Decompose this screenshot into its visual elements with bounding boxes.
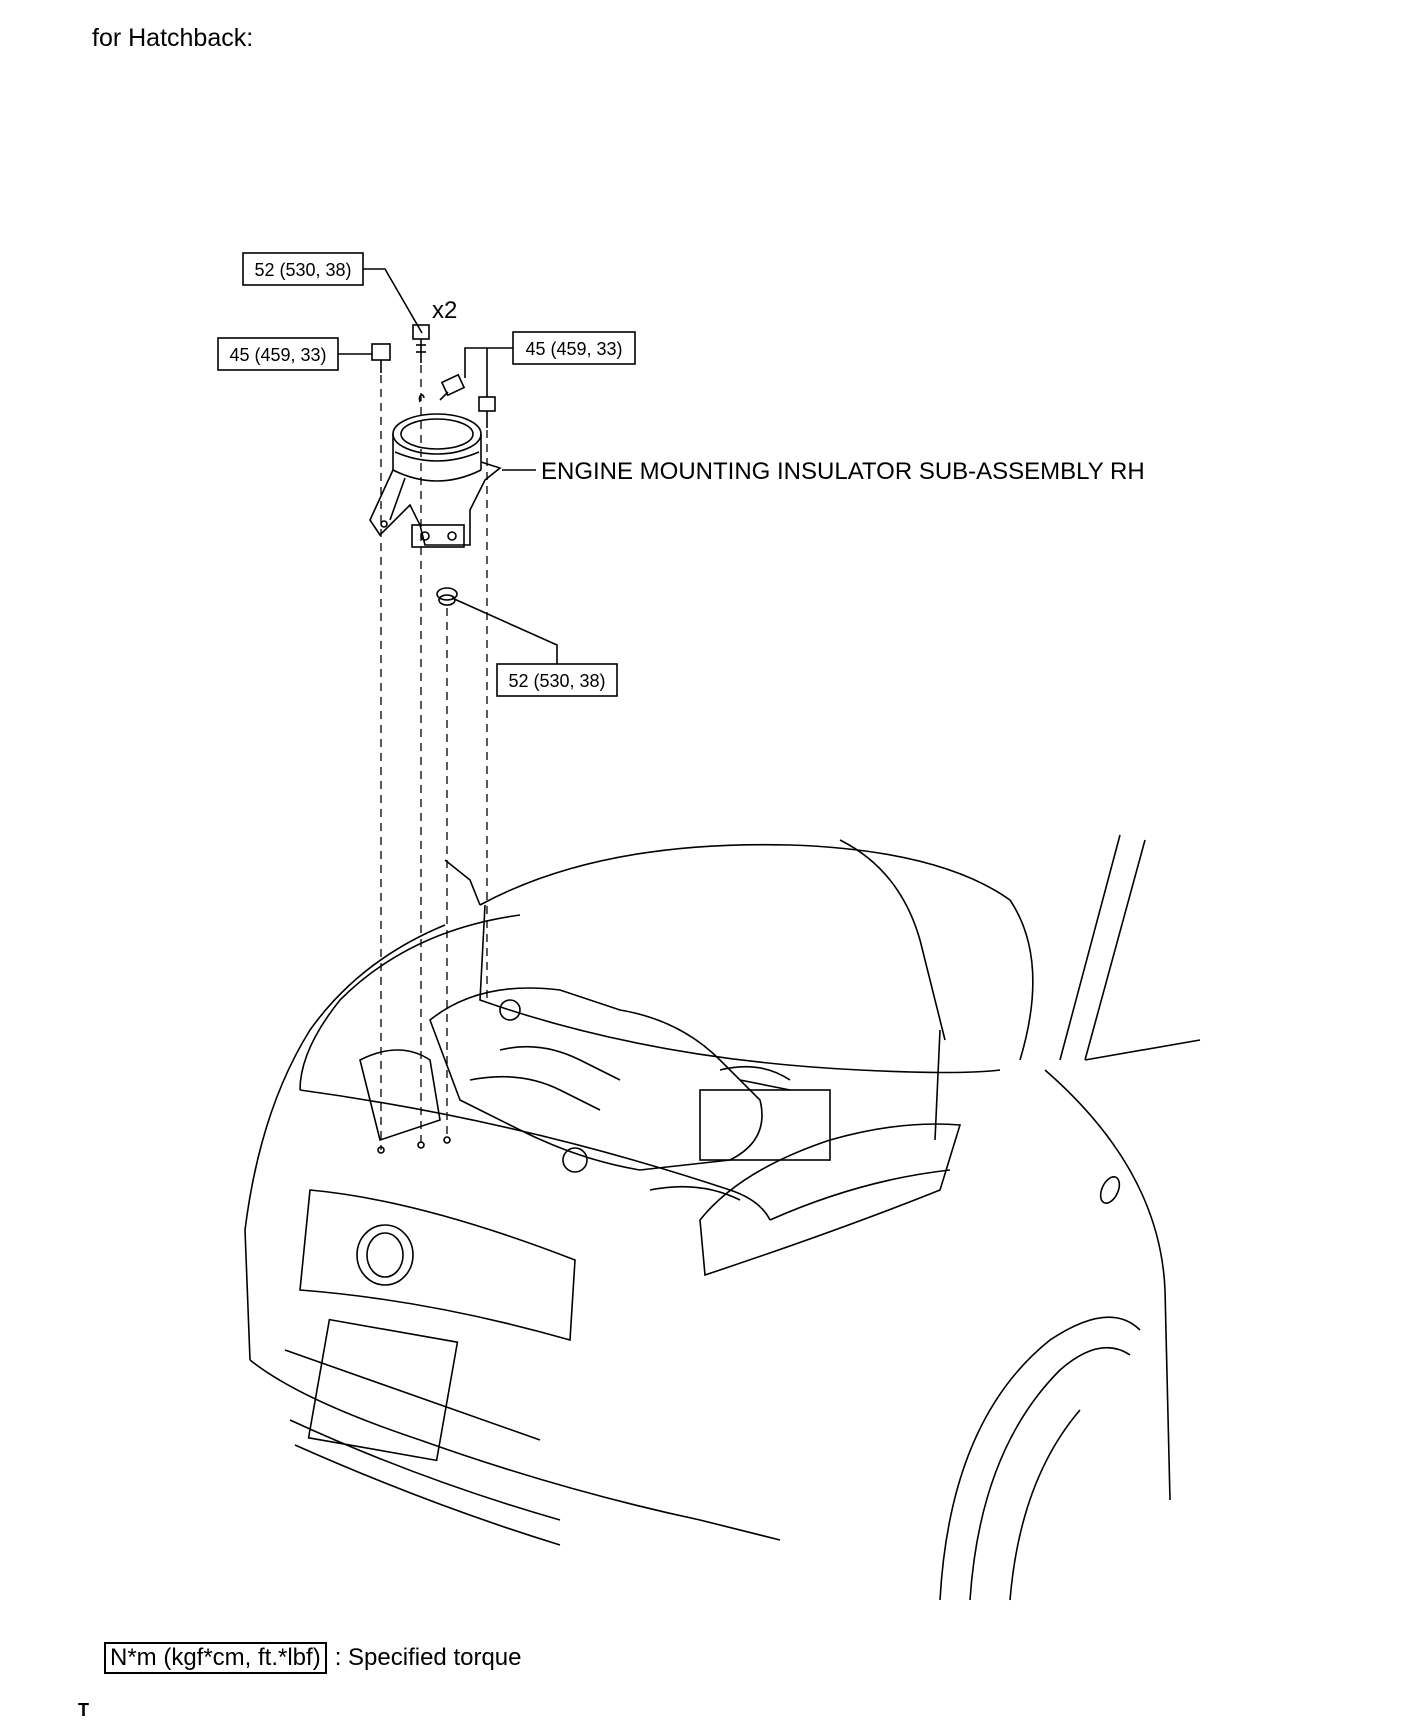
bolt-right-upper-icon [439,373,466,401]
engine-mount-insulator [369,393,502,548]
nut-bottom-icon [436,587,458,606]
alignment-lines [380,365,488,1150]
vehicle-front-outline [244,834,1201,1601]
bolt-icons [371,324,496,606]
torque-legend-text: : Specified torque [334,1644,522,1671]
quantity-label: x2 [432,297,457,324]
callout-bottom-nut-text: 52 (530, 38) [508,671,605,691]
callout-left-bolt: 45 (459, 33) [217,337,372,371]
torque-units-box: N*m (kgf*cm, ft.*lbf) [104,1642,327,1674]
part-label: ENGINE MOUNTING INSULATOR SUB-ASSEMBLY R… [541,458,1145,485]
bolt-right-lower-icon [478,396,496,428]
torque-legend: N*m (kgf*cm, ft.*lbf) : Specified torque [104,1642,522,1674]
callout-left-bolt-text: 45 (459, 33) [229,345,326,365]
callout-top-bolts-text: 52 (530, 38) [254,260,351,280]
bolt-top-icon [412,324,430,363]
callout-right-bolts: 45 (459, 33) [464,331,636,397]
callout-bottom-nut: 52 (530, 38) [451,597,618,697]
corner-mark: T [78,1700,89,1720]
callout-right-bolts-text: 45 (459, 33) [525,339,622,359]
diagram-heading: for Hatchback: [92,24,254,52]
bolt-left-icon [371,343,391,373]
callout-top-bolts: 52 (530, 38) [242,252,423,334]
